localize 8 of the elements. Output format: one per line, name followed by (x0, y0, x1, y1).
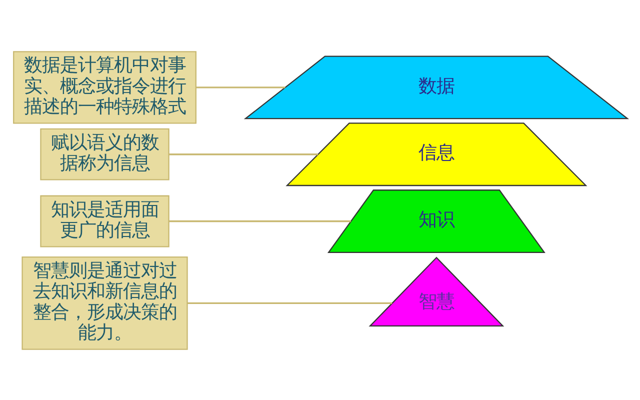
connector (186, 302, 392, 304)
connector (168, 220, 350, 222)
node-box: 赋以语义的数据称为信息 (40, 128, 169, 180)
node-box: 知识是适用面更广的信息 (40, 194, 169, 247)
node-box: 智慧则是通过对过去知识和新信息的整合，形成决策的能力。 (21, 256, 188, 350)
node-box: 数据是计算机中对事实、概念或指令进行描述的一种特殊格式 (12, 50, 196, 124)
connector (195, 86, 285, 88)
connector (168, 152, 318, 155)
